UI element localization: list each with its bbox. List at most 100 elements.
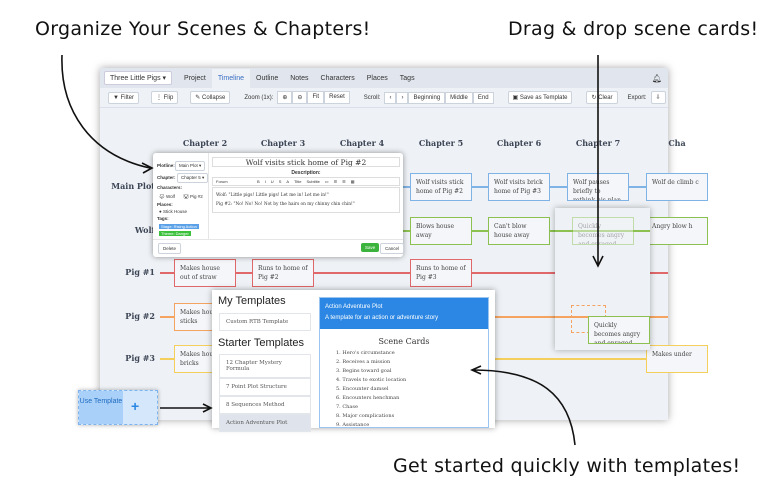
- scene-card[interactable]: Runs to home of Pig #2: [252, 259, 314, 287]
- project-dropdown[interactable]: Three Little Pigs ▾: [104, 71, 173, 85]
- strike-button[interactable]: S: [278, 179, 282, 184]
- place-stick-house[interactable]: ● Stick House: [159, 209, 187, 214]
- image-icon[interactable]: ▭: [324, 179, 329, 184]
- template-detail-title: Action Adventure Plot: [325, 304, 383, 310]
- template-item-selected[interactable]: Action Adventure Plot: [219, 414, 311, 432]
- scene-card[interactable]: Makes under: [646, 345, 708, 373]
- template-scene-card: 7. Chase: [336, 404, 358, 410]
- template-scene-card: 5. Encounter damsel: [336, 386, 389, 392]
- bold-button[interactable]: B: [257, 179, 260, 184]
- collapse-button[interactable]: ✎ Collapse: [190, 91, 231, 104]
- template-item[interactable]: Custom RTB Template: [219, 313, 311, 331]
- arrow-use-template: [160, 403, 213, 413]
- template-item[interactable]: 8 Sequences Method: [219, 396, 311, 414]
- scroll-next-button[interactable]: ›: [396, 91, 409, 104]
- plotline-select[interactable]: Main Plot ▾: [175, 161, 206, 171]
- save-template-button[interactable]: ▣ Save as Template: [507, 91, 573, 104]
- description-line: Wolf: "Little pigs! Little pigs! Let me …: [216, 193, 329, 198]
- middle-button[interactable]: Middle: [445, 91, 473, 104]
- character-wolf[interactable]: 🐺︎ Wolf: [159, 194, 175, 199]
- dragged-scene-card[interactable]: Quickly becomes angry and enraged: [588, 316, 650, 344]
- list-icon[interactable]: ☰: [333, 179, 338, 184]
- chapter-select[interactable]: Chapter 5 ▾: [177, 173, 209, 183]
- scroll-label: Scroll:: [363, 94, 381, 101]
- template-detail-header: Action Adventure Plot A template for an …: [320, 298, 488, 329]
- scene-card[interactable]: Runs to home of Pig #3: [410, 259, 472, 287]
- fit-button[interactable]: Fit: [307, 91, 325, 104]
- chapter-header: Chapter 5: [418, 138, 464, 148]
- tab-characters[interactable]: Characters: [320, 74, 355, 82]
- clear-button[interactable]: ↻ Clear: [586, 91, 618, 104]
- annotation-organize: Organize Your Scenes & Chapters!: [35, 18, 371, 40]
- row-label: Pig #3: [125, 353, 155, 363]
- tab-places[interactable]: Places: [366, 74, 388, 82]
- ordered-list-icon[interactable]: ☰: [342, 179, 346, 184]
- tag-badge[interactable]: Stage: Rising Action: [159, 224, 199, 229]
- end-button[interactable]: End: [472, 91, 494, 104]
- save-template-label: Save as Template: [519, 95, 568, 101]
- font-select[interactable]: Forum: [216, 179, 228, 184]
- starter-templates-heading: Starter Templates: [218, 337, 305, 349]
- scroll-prev-button[interactable]: ‹: [384, 91, 397, 104]
- tab-tags[interactable]: Tags: [399, 74, 415, 82]
- characters-label: Characters:: [157, 185, 183, 190]
- scene-cards-heading: Scene Cards: [378, 337, 430, 346]
- my-templates-heading: My Templates: [218, 295, 286, 307]
- template-detail: Action Adventure Plot A template for an …: [319, 297, 489, 428]
- description-editor[interactable]: Wolf: "Little pigs! Little pigs! Let me …: [212, 187, 400, 213]
- export-button[interactable]: ⇩: [650, 91, 666, 104]
- cancel-button[interactable]: Cancel: [380, 243, 405, 254]
- description-line: Pig #2: "No! No! No! Not by the hairs on…: [216, 202, 355, 207]
- filter-button[interactable]: ▼ Filter: [108, 91, 139, 104]
- scene-card[interactable]: Wolf visits brick home of Pig #3: [488, 173, 550, 201]
- delete-button[interactable]: Delete: [158, 243, 182, 254]
- flip-button[interactable]: ⋮ Flip: [150, 91, 179, 104]
- template-item[interactable]: 7 Point Plot Structure: [219, 378, 311, 396]
- places-label: Places:: [157, 202, 173, 207]
- scene-card[interactable]: Blows house away: [410, 217, 472, 245]
- italic-button[interactable]: I: [264, 179, 266, 184]
- color-button[interactable]: A: [286, 179, 290, 184]
- tab-notes[interactable]: Notes: [290, 74, 309, 82]
- tab-timeline[interactable]: Timeline: [211, 68, 251, 88]
- scene-edit-modal: Plotline: Main Plot ▾ Chapter: Chapter 5…: [153, 153, 405, 257]
- template-scene-card: 3. Begins toward goal: [336, 368, 392, 374]
- arrow-organize: [61, 54, 154, 174]
- template-scene-card: 8. Major complications: [336, 413, 395, 419]
- scene-card[interactable]: Wolf de climb c: [646, 173, 708, 201]
- table-icon[interactable]: ▦: [350, 179, 355, 184]
- underline-button[interactable]: U: [270, 179, 274, 184]
- character-name: Pig #2: [189, 194, 203, 199]
- title-style-button[interactable]: Title: [294, 179, 302, 184]
- template-scene-card: 6. Encounters henchman: [336, 395, 400, 401]
- save-button[interactable]: Save: [361, 243, 380, 252]
- scene-card[interactable]: Makes house out of straw: [174, 259, 236, 287]
- annotation-templates: Get started quickly with templates!: [393, 455, 741, 477]
- tags-label: Tags:: [157, 216, 169, 221]
- template-item[interactable]: 12 Chapter Mystery Formula: [219, 354, 311, 378]
- bell-icon[interactable]: 🔔︎: [651, 73, 662, 83]
- reset-button[interactable]: Reset: [324, 91, 350, 104]
- row-label: Pig #2: [125, 311, 155, 321]
- title-input[interactable]: Wolf visits stick home of Pig #2: [212, 157, 400, 167]
- zoom-out-button[interactable]: ⊖: [292, 91, 308, 104]
- clear-label: Clear: [598, 95, 613, 101]
- collapse-label: Collapse: [202, 95, 226, 101]
- tab-project[interactable]: Project: [184, 74, 206, 82]
- zoom-in-button[interactable]: ⊕: [277, 91, 293, 104]
- row-label: Pig #1: [125, 267, 155, 277]
- beginning-button[interactable]: Beginning: [408, 91, 446, 104]
- scene-card[interactable]: Can't blow house away: [488, 217, 550, 245]
- character-pig2[interactable]: 🐷︎ Pig #2: [183, 194, 203, 199]
- chapter-header: Chapter 4: [339, 138, 385, 148]
- subtitle-style-button[interactable]: Subtitle: [306, 179, 320, 184]
- divider: [208, 153, 209, 239]
- tag-badge[interactable]: Theme: Danger: [159, 231, 191, 236]
- template-scene-card: 1. Hero's circumstance: [336, 350, 395, 356]
- scene-card[interactable]: Wolf visits stick home of Pig #2: [410, 173, 472, 201]
- tab-outline[interactable]: Outline: [256, 74, 279, 82]
- use-template-button[interactable]: Use Template +: [78, 390, 158, 425]
